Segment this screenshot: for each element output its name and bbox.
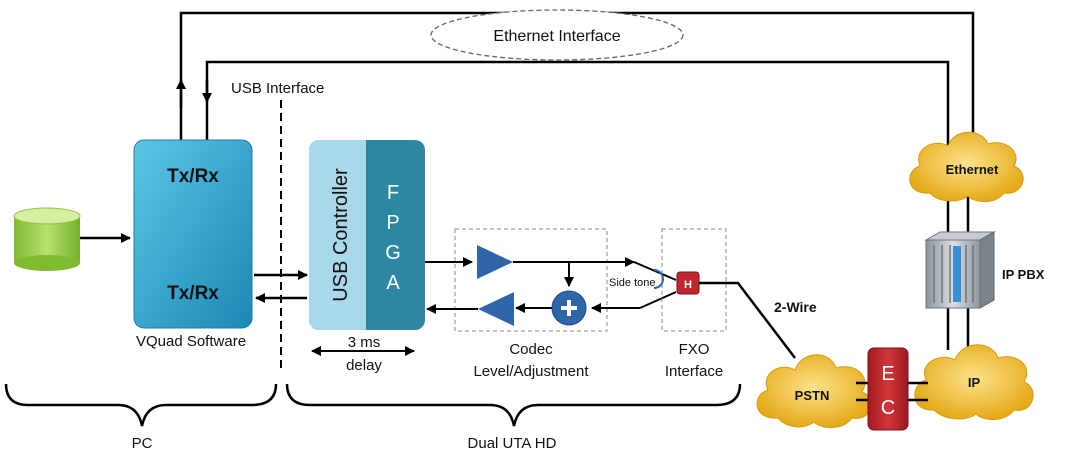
pc-brace	[4, 383, 278, 427]
ec-letter-c: C	[881, 397, 895, 419]
fxo-label-line1: FXO	[679, 341, 710, 358]
dual-uta-hd-brace	[285, 383, 742, 427]
usb-interface-label: USB Interface	[231, 80, 324, 97]
ip-cloud-label: IP	[968, 375, 981, 390]
codec-label-line2: Level/Adjustment	[473, 363, 589, 380]
usb-fpga-box	[309, 140, 425, 330]
tx-amplifier-icon	[477, 245, 513, 279]
two-wire-label: 2-Wire	[774, 299, 817, 315]
ethernet-interface-ellipse	[430, 9, 684, 61]
ip-pbx-label: IP PBX	[1002, 267, 1045, 282]
vquad-txrx-bottom: Tx/Rx	[167, 283, 219, 304]
ethernet-cloud-label: Ethernet	[946, 162, 999, 177]
fpga-letter-a: A	[386, 272, 400, 294]
pstn-cloud-icon	[756, 354, 872, 428]
side-tone-label: Side tone	[609, 277, 655, 289]
vquad-software-label: VQuad Software	[136, 333, 246, 350]
vquad-software-box	[133, 139, 253, 329]
fpga-letter-p: P	[386, 212, 399, 234]
side-tone-arc	[653, 269, 664, 289]
vquad-txrx-top: Tx/Rx	[167, 166, 219, 187]
ec-letter-e: E	[881, 363, 894, 385]
ip-pbx-server-icon	[924, 231, 996, 309]
fpga-letter-g: G	[385, 242, 401, 264]
pc-label: PC	[132, 435, 153, 452]
ethernet-interface-label: Ethernet Interface	[493, 28, 620, 45]
usb-controller-label: USB Controller	[330, 168, 352, 302]
hybrid-label: H	[684, 279, 692, 291]
pstn-cloud-label: PSTN	[795, 388, 830, 403]
fpga-letter-f: F	[387, 182, 399, 204]
delay-label-line2: delay	[346, 357, 382, 374]
codec-box	[454, 228, 608, 332]
from-hybrid-line	[639, 291, 677, 309]
database-icon	[13, 207, 81, 271]
plus-glyph	[561, 300, 577, 316]
two-wire-line	[699, 281, 796, 359]
ip-cloud-icon	[914, 344, 1034, 420]
codec-label-line1: Codec	[509, 341, 553, 358]
delay-label-line1: 3 ms	[348, 334, 381, 351]
ethernet-cloud-icon	[909, 131, 1024, 203]
echo-canceller-block	[867, 347, 909, 431]
dual-uta-hd-label: Dual UTA HD	[468, 435, 557, 452]
rx-amplifier-icon	[478, 292, 514, 326]
fxo-label-line2: Interface	[665, 363, 723, 380]
